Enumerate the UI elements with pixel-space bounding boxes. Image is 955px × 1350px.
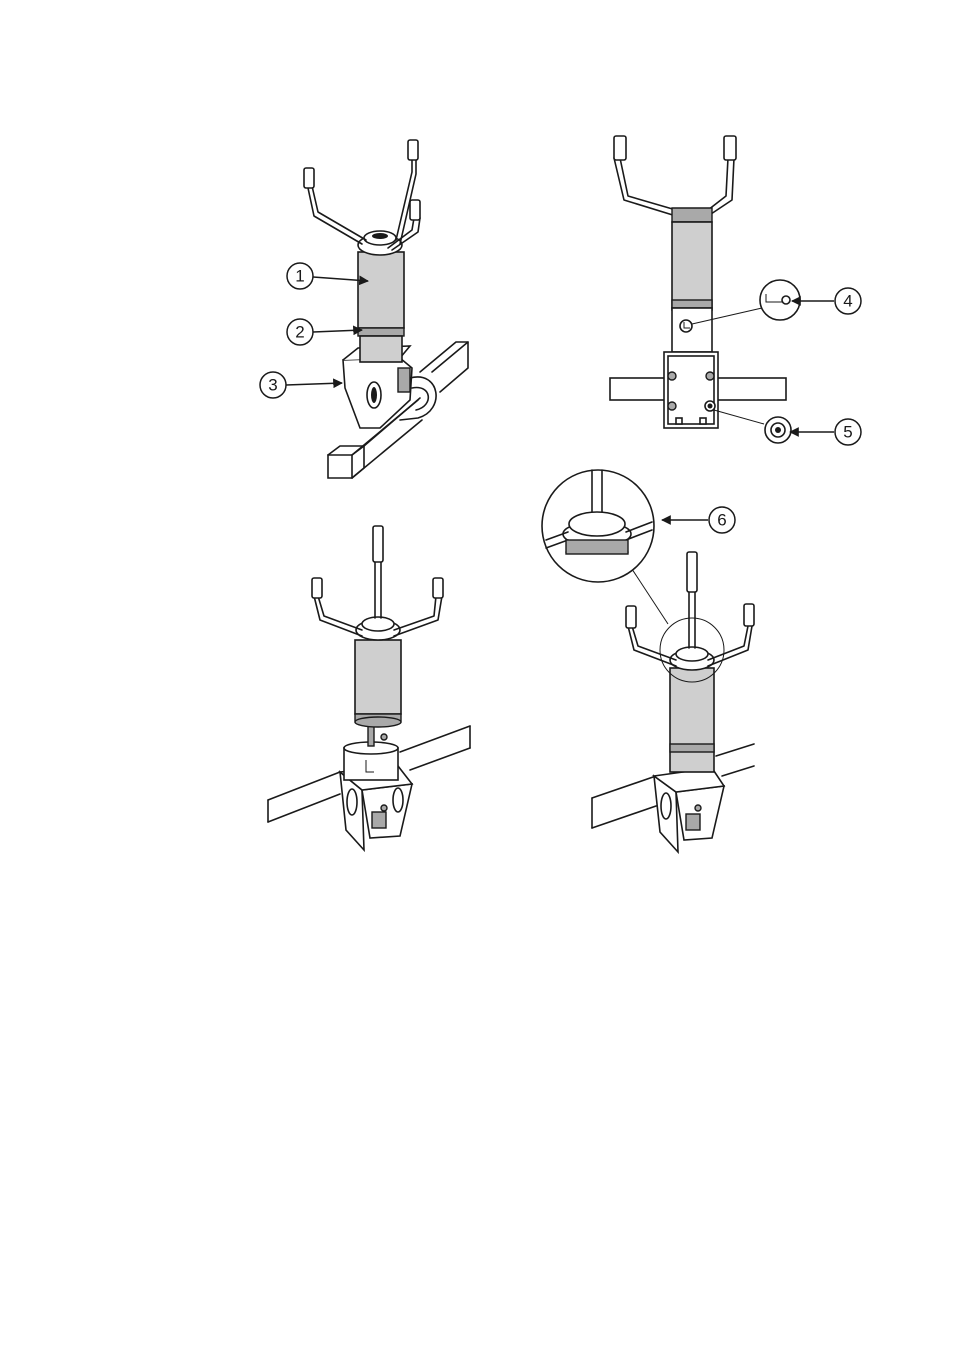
callout-2: 2: [287, 319, 362, 345]
callout-3: 3: [260, 372, 342, 398]
panel-sensor-insertion: [268, 526, 470, 850]
callout-6: 6: [662, 507, 735, 533]
callout-4: 4: [792, 288, 861, 314]
callout-2-label: 2: [295, 323, 304, 342]
callout-5: 5: [790, 419, 861, 445]
callout-3-label: 3: [268, 376, 277, 395]
panel-mounted-sensor: [304, 140, 468, 478]
callout-4-label: 4: [843, 292, 852, 311]
callout-1: 1: [287, 263, 368, 289]
callout-6-label: 6: [717, 511, 726, 530]
callout-5-label: 5: [843, 423, 852, 442]
callout-1-label: 1: [295, 267, 304, 286]
panel-front-view: [610, 136, 800, 443]
